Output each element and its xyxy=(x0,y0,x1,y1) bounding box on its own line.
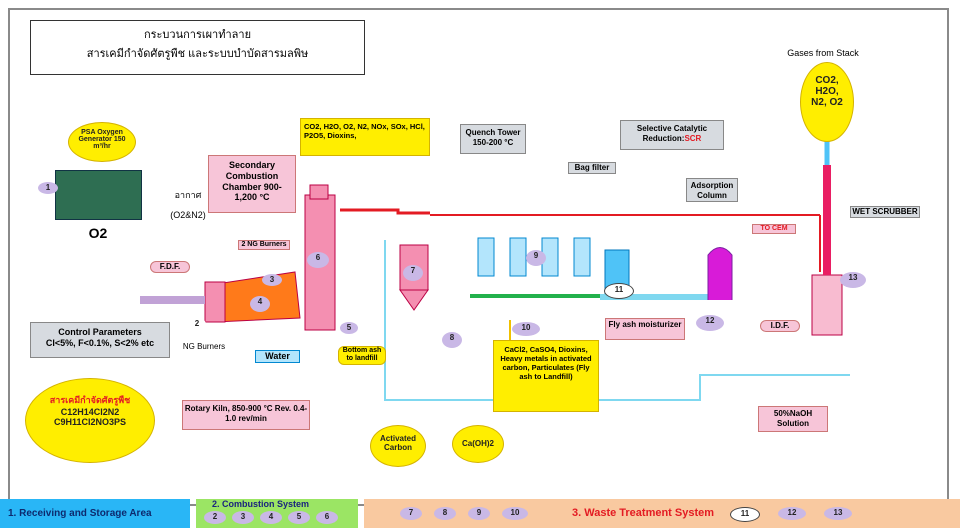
adsorption-label: Adsorption Column xyxy=(686,178,738,202)
area-3-num: 7 xyxy=(400,507,422,520)
area-2-num: 3 xyxy=(232,511,254,524)
area-3-num: 10 xyxy=(502,507,528,520)
num-12: 12 xyxy=(696,315,724,331)
area-3-num: 11 xyxy=(730,507,760,522)
formula-2: C9H11Cl2NO3PS xyxy=(53,417,127,427)
fdf-label: F.D.F. xyxy=(150,261,190,273)
control-parameters: Control Parameters Cl<5%, F<0.1%, S<2% e… xyxy=(30,322,170,358)
area-3-num: 12 xyxy=(778,507,806,520)
water-line xyxy=(384,240,850,401)
num-7: 7 xyxy=(403,265,423,281)
adsorption-column xyxy=(707,247,733,300)
control-values: Cl<5%, F<0.1%, S<2% etc xyxy=(45,337,155,348)
area-2-num: 4 xyxy=(260,511,282,524)
scr-abbr: SCR xyxy=(684,133,702,143)
area-2-num: 6 xyxy=(316,511,338,524)
rotary-kiln-label: Rotary Kiln, 850-900 °C Rev. 0.4-1.0 rev… xyxy=(182,400,310,430)
o2-label: O2 xyxy=(88,225,108,241)
secondary-chamber-top xyxy=(309,184,329,200)
activated-carbon: Activated Carbon xyxy=(370,425,426,467)
bag-filters xyxy=(477,237,591,277)
title-box: กระบวนการเผาทำลาย สารเคมีกำจัดศัตรูพืช แ… xyxy=(30,20,365,75)
area-2-label: 2. Combustion System xyxy=(212,499,310,509)
oxygen-tanks xyxy=(55,170,142,220)
area-3-label: 3. Waste Treatment System xyxy=(572,507,715,519)
bottom-ash-label: Bottom ash to landfill xyxy=(338,346,386,365)
num-1: 1 xyxy=(38,182,58,194)
area-2-num: 5 xyxy=(288,511,310,524)
stack-title: Gases from Stack xyxy=(787,48,859,58)
num-9: 9 xyxy=(526,250,546,266)
num-5: 5 xyxy=(340,322,358,334)
flyash-moisturizer-label: Fly ash moisturizer xyxy=(605,318,685,340)
num-8: 8 xyxy=(442,332,462,348)
formula-1: C12H14Cl2N2 xyxy=(60,407,120,417)
area-3-num: 13 xyxy=(824,507,852,520)
area-3-bar xyxy=(364,499,960,528)
area-2-numbers: 2 3 4 5 6 xyxy=(204,511,354,524)
flue-gas-line xyxy=(340,208,430,215)
area-3-numbers-right: 11 12 13 xyxy=(730,507,852,522)
num-6: 6 xyxy=(307,252,329,268)
num-13: 13 xyxy=(840,272,866,288)
secondary-chamber-label: Secondary Combustion Chamber 900-1,200 °… xyxy=(208,155,296,213)
num-3: 3 xyxy=(262,274,282,286)
quench-cone xyxy=(399,289,429,311)
pesticide-label: สารเคมีกำจัดศัตรูพืช xyxy=(49,395,131,405)
air-mix-label: (O2&N2) xyxy=(170,210,206,220)
naoh-label: 50%NaOH Solution xyxy=(758,406,828,432)
ng-burners-2-label: 2 NG Burners xyxy=(238,240,290,251)
ng-burners-label: NG Burners xyxy=(182,342,226,351)
air-label: อากาศ xyxy=(174,190,202,200)
area-3-numbers-left: 7 8 9 10 xyxy=(400,507,528,520)
area-1-label: 1. Receiving and Storage Area xyxy=(8,508,152,519)
area-3-num: 9 xyxy=(468,507,490,520)
wet-scrubber xyxy=(811,274,843,336)
area-3-num: 8 xyxy=(434,507,456,520)
caoh2: Ca(OH)2 xyxy=(452,425,504,463)
stack-gases-oval: CO2, H2O, N2, O2 xyxy=(800,62,854,142)
wet-scrubber-label: WET SCRUBBER xyxy=(850,206,920,218)
num-4: 4 xyxy=(250,296,270,312)
control-title: Control Parameters xyxy=(58,327,142,337)
residue-box: CaCl2, CaSO4, Dioxins, Heavy metals in a… xyxy=(493,340,599,412)
num-11: 11 xyxy=(604,283,634,299)
idf-label: I.D.F. xyxy=(760,320,800,332)
num-10: 10 xyxy=(512,322,540,336)
water-label: Water xyxy=(255,350,300,363)
kiln-feed-hood xyxy=(204,281,226,323)
scr-label: Selective Catalytic Reduction:SCR xyxy=(620,120,724,150)
to-cem-label: TO CEM xyxy=(752,224,796,235)
title-line2: สารเคมีกำจัดศัตรูพืช และระบบบำบัดสารมลพิ… xyxy=(86,48,309,61)
bag-filter-label: Bag filter xyxy=(568,162,616,174)
area-1-bar xyxy=(0,499,190,528)
num-2: 2 xyxy=(188,318,206,330)
gases-list-box: CO2, H2O, O2, N2, NOx, SOx, HCl, P2O5, D… xyxy=(300,118,430,156)
area-2-num: 2 xyxy=(204,511,226,524)
title-line1: กระบวนการเผาทำลาย xyxy=(143,29,252,41)
quench-tower-label: Quench Tower 150-200 °C xyxy=(460,124,526,154)
scr-title: Selective Catalytic Reduction: xyxy=(636,124,708,143)
pesticide-oval: สารเคมีกำจัดศัตรูพืช C12H14Cl2N2 C9H11Cl… xyxy=(25,378,155,463)
psa-oxygen-generator: PSA Oxygen Generator 150 m³/hr xyxy=(68,122,136,162)
stack xyxy=(823,165,831,275)
